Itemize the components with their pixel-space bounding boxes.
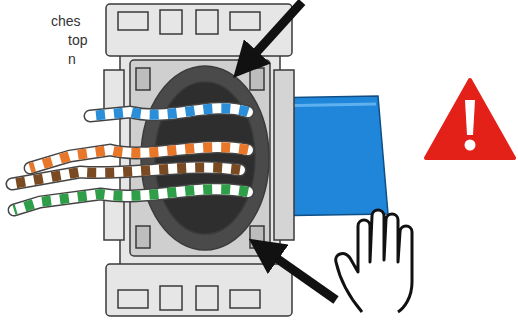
wire-white (14, 189, 248, 210)
wire-outline (12, 167, 240, 184)
pointer-arrow (262, 248, 336, 300)
wire-white (12, 167, 240, 184)
pointer-arrow (244, 2, 302, 66)
note-text: n (68, 51, 76, 68)
twisted-pairs (12, 108, 248, 210)
warning-symbol (426, 80, 514, 158)
wire-white (90, 108, 248, 116)
stop-hand (336, 210, 412, 312)
note-text: top (68, 32, 87, 49)
wire-color (14, 189, 248, 210)
wire-outline (14, 189, 248, 210)
wire-color (90, 108, 248, 116)
keystone-jack (104, 4, 294, 316)
wire-color (12, 167, 240, 184)
note-text: ches (51, 13, 81, 30)
wire-outline (90, 108, 248, 116)
